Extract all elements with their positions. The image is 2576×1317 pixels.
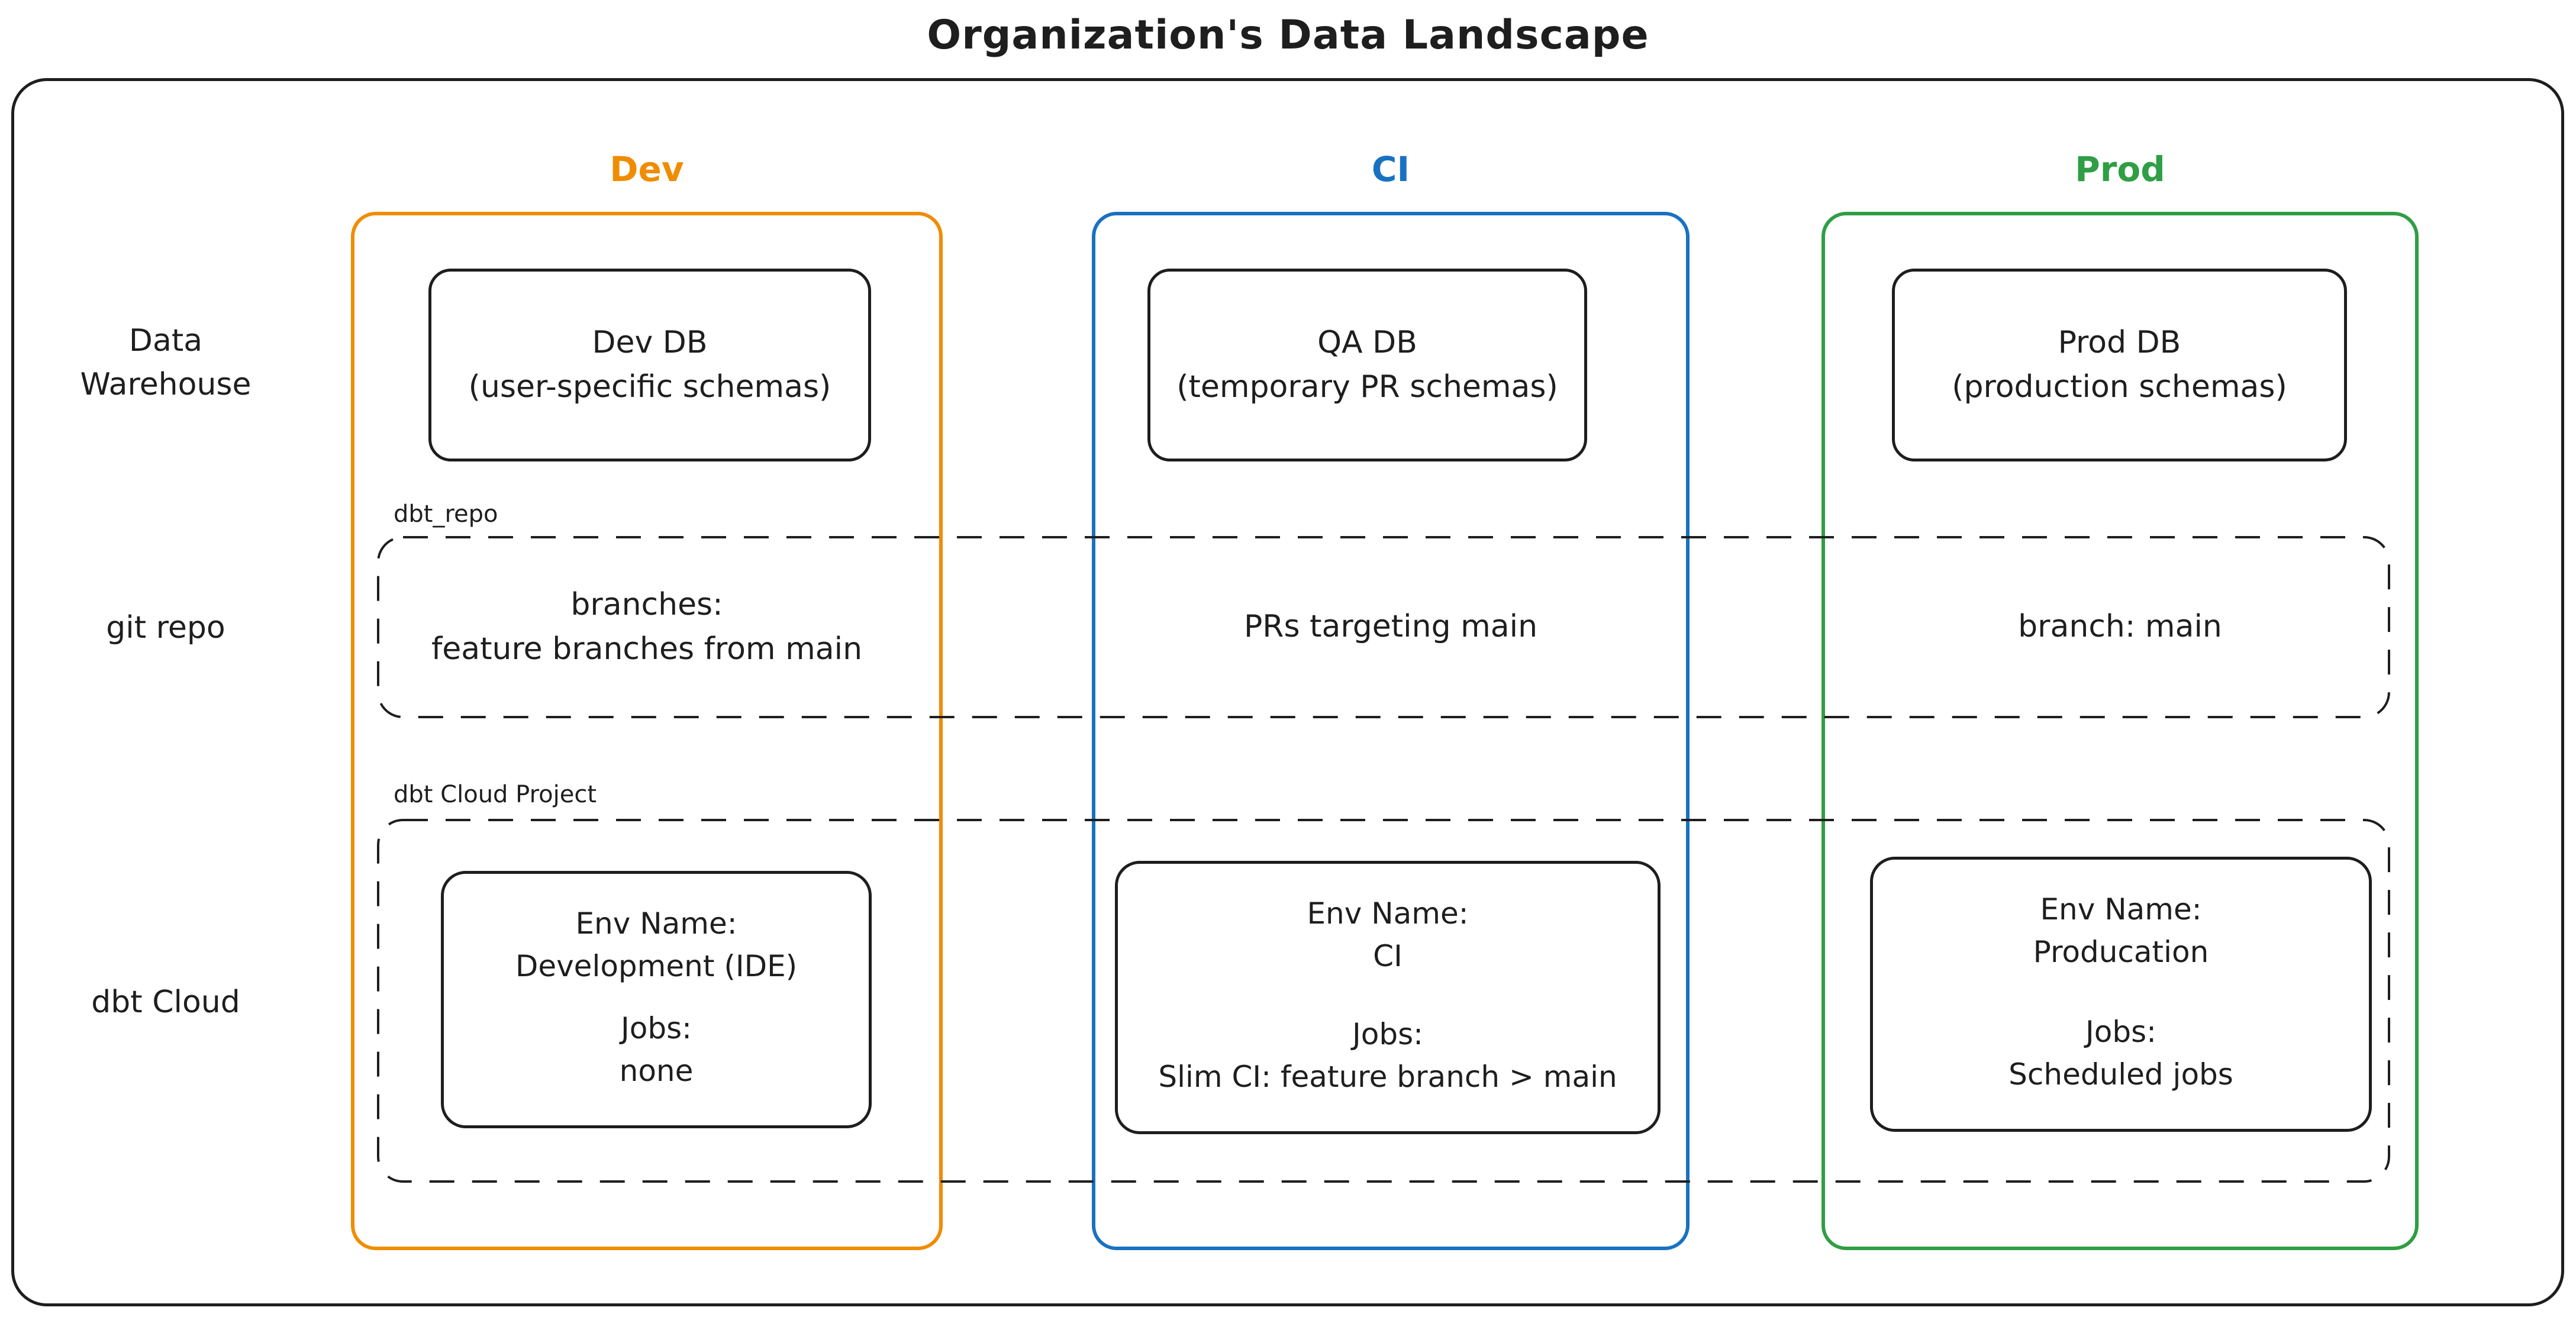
column-header-ci: CI [1371,149,1410,189]
column-box-prod [1821,212,2419,1250]
git-repo-dashed-box [377,536,2390,718]
dbt-env-name-prod: Env Name: Producation [2033,892,2209,969]
column-header-prod: Prod [2075,149,2165,189]
git-cell-prod: branch: main [2018,609,2222,645]
row-label-data-warehouse: Data Warehouse [80,323,252,402]
qa-db-box: QA DB (temporary PR schemas) [1147,269,1587,461]
column-header-dev: Dev [610,149,684,189]
row-label-dbt-cloud: dbt Cloud [91,984,240,1020]
dbt-env-name-ci: Env Name: CI [1307,896,1469,973]
column-box-dev [351,212,943,1250]
git-cell-dev: branches: feature branches from main [431,586,863,667]
dbt-repo-group-label: dbt_repo [394,501,498,528]
row-label-git-repo: git repo [106,610,225,645]
dbt-env-box-dev: Env Name: Development (IDE) Jobs: none [441,871,872,1128]
dbt-env-box-prod: Env Name: Producation Jobs: Scheduled jo… [1870,857,2372,1132]
column-box-ci [1092,212,1690,1250]
dbt-cloud-dashed-box [377,819,2390,1183]
dbt-env-jobs-ci: Jobs: Slim CI: feature branch > main [1158,1017,1617,1094]
dbt-env-box-ci: Env Name: CI Jobs: Slim CI: feature bran… [1115,861,1661,1134]
diagram-title: Organization's Data Landscape [927,12,1649,59]
git-cell-ci: PRs targeting main [1243,609,1538,645]
dev-db-box: Dev DB (user-specific schemas) [428,269,871,461]
dbt-env-jobs-dev: Jobs: none [619,1011,694,1088]
prod-db-box: Prod DB (production schemas) [1892,269,2347,461]
dbt-cloud-project-group-label: dbt Cloud Project [394,781,597,808]
dbt-env-jobs-prod: Jobs: Scheduled jobs [2008,1015,2233,1092]
dbt-env-name-dev: Env Name: Development (IDE) [515,906,798,983]
landscape-outer-box [11,78,2564,1306]
